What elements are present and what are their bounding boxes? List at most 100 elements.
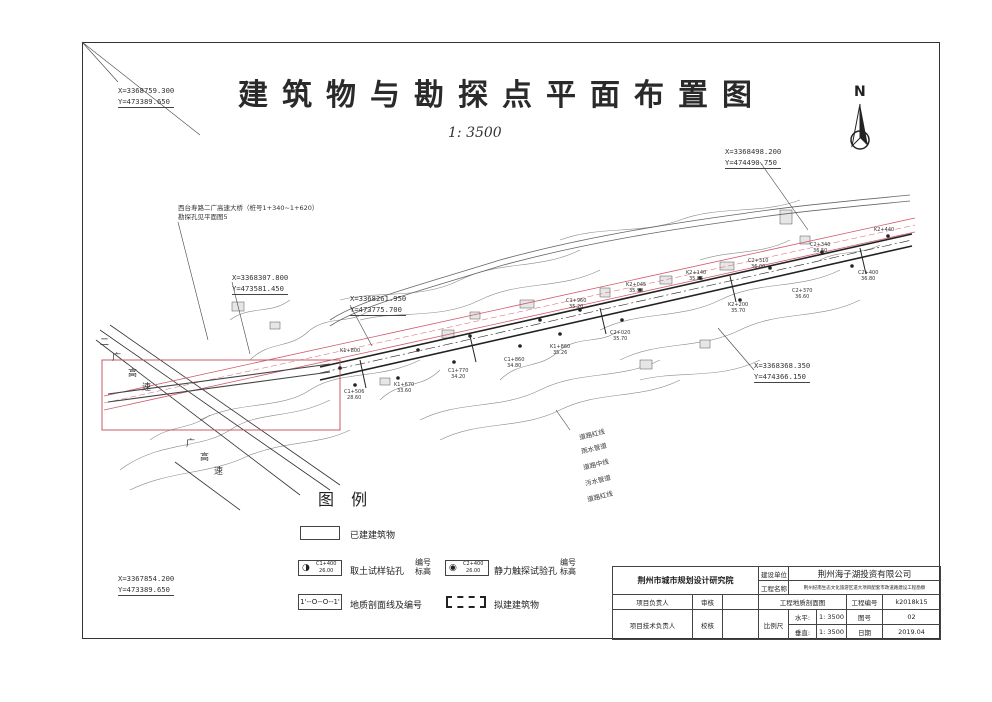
client-label: 建设单位: [758, 566, 789, 581]
circle-dot-icon: ◉: [449, 563, 457, 573]
borehole-elev: 35.20: [569, 304, 584, 310]
v-ratio-value: 1: 3500: [816, 624, 847, 640]
symbol-elev: 26.00: [319, 568, 334, 574]
borehole-id: C1+770: [448, 368, 469, 374]
road-label: 速: [214, 467, 224, 477]
legend-cpt: 静力触探试验孔: [494, 567, 558, 577]
section-line-symbol: 1'--O--O--1': [298, 594, 342, 610]
date-value: 2019.04: [881, 624, 942, 640]
symbol-code: C1+400: [316, 561, 337, 567]
borehole-elev: 35.70: [730, 308, 746, 314]
tech-label: 项目技术负责人: [612, 609, 693, 640]
legend-elev: 标高: [560, 567, 576, 576]
borehole-id: C1+960: [566, 298, 587, 304]
borehole-elev: 36.00: [751, 264, 766, 270]
coord-x: X=3368261.950: [350, 294, 407, 303]
borehole-label: K2+440: [874, 227, 894, 233]
borehole-id: K1+670: [394, 382, 415, 388]
coord-x: X=3368759.300: [118, 86, 175, 95]
lead-label: 项目负责人: [612, 594, 693, 610]
project-name: 荆州纪南生态文化旅游区遗大项目配套市政道路建设工程勘察: [787, 580, 942, 595]
borehole-elev: 35.26: [552, 350, 568, 356]
borehole-elev: 36.50: [813, 248, 828, 254]
borehole-elev: 34.80: [507, 363, 522, 369]
borehole-elev: 34.20: [451, 374, 466, 380]
project-number: k2018k15: [881, 594, 942, 610]
legend-title: 图 例: [318, 490, 374, 509]
legend-code: 编号: [415, 558, 431, 567]
drawing-scale: 1: 3500: [448, 125, 502, 141]
coord-mid-right: X=3368368.350 Y=474366.150: [754, 360, 811, 383]
coord-y: Y=474366.150: [754, 372, 806, 381]
planned-building-symbol: [446, 596, 486, 608]
note-line: 西台寿路二广高速大桥（桩号1+340~1+620）: [178, 204, 319, 212]
number-label: 工程编号: [846, 594, 883, 610]
legend-drill-sample: 取土试样钻孔: [350, 567, 405, 577]
road-label: 二: [100, 338, 110, 348]
road-label: 广: [112, 353, 122, 363]
borehole-elev: 33.60: [396, 388, 412, 394]
coord-mid: X=3368261.950 Y=473775.700: [350, 293, 407, 316]
borehole-id: C2+370: [792, 288, 813, 294]
coord-x: X=3368368.350: [754, 361, 811, 370]
bridge-note: 西台寿路二广高速大桥（桩号1+340~1+620） 勘探孔见平面图5: [178, 204, 338, 222]
coord-y: Y=473581.450: [232, 284, 284, 293]
legend-code: 编号: [560, 558, 576, 567]
coord-bl: X=3367854.200 Y=473389.650: [118, 573, 175, 596]
client-name: 荆州海子湖投资有限公司: [787, 566, 942, 581]
coord-x: X=3368307.800: [232, 273, 289, 282]
north-arrow-icon: [850, 103, 870, 150]
review-label: 审核: [692, 594, 723, 610]
coord-y: Y=473389.650: [118, 585, 170, 594]
institute-name: 荆州市城市规划设计研究院: [612, 566, 759, 595]
borehole-id: K2+200: [728, 302, 749, 308]
borehole-id: C1+860: [504, 357, 525, 363]
borehole-id: K1+800: [340, 348, 361, 354]
borehole-id: C2+400: [858, 270, 879, 276]
coord-x: X=3367854.200: [118, 574, 175, 583]
terrain-contours: [119, 199, 881, 491]
drawing-title: 建筑物与勘探点平面布置图: [238, 78, 766, 113]
sheet-label: 图号: [846, 609, 883, 625]
symbol-elev: 26.00: [466, 568, 481, 574]
section-lines: [359, 247, 867, 389]
date-label: 日期: [846, 624, 883, 640]
borehole-id: K2+140: [686, 270, 707, 276]
legend-built: 已建建筑物: [350, 531, 396, 541]
coord-mid-left: X=3368307.800 Y=473581.450: [232, 272, 289, 295]
road-label: 高: [128, 369, 138, 379]
existing-road: [329, 194, 911, 321]
v-ratio-label: 垂直:: [788, 624, 817, 640]
existing-road-edge: [329, 200, 911, 327]
borehole-label: K1+800: [340, 348, 360, 354]
coord-tl: X=3368759.300 Y=473389.650: [118, 85, 175, 108]
borehole-id: K2+045: [626, 282, 647, 288]
road-label: 高: [200, 453, 210, 463]
legend-cpt-stack: 编号 标高: [560, 558, 576, 576]
half-filled-circle-icon: ◑: [302, 563, 310, 573]
check-label: 校核: [692, 609, 723, 640]
symbol-code: C2+400: [463, 561, 484, 567]
legend-section: 地质剖面线及编号: [350, 601, 423, 611]
road-label: 速: [142, 383, 152, 393]
ratio-label: 比例尺: [758, 609, 789, 640]
legend-planned: 拟建建筑物: [494, 601, 540, 611]
borehole-id: C1+506: [344, 389, 365, 395]
borehole-elev: 28.60: [347, 395, 362, 401]
borehole-elev: 36.80: [861, 276, 876, 282]
expressway: [95, 324, 341, 511]
